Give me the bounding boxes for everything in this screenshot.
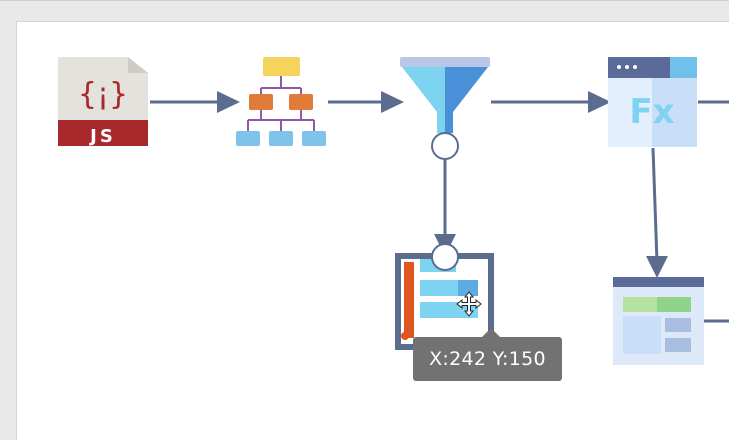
hierarchy-node[interactable] bbox=[236, 57, 326, 146]
filter-node[interactable] bbox=[400, 57, 490, 160]
js-file-icon: {¡} JS bbox=[58, 57, 148, 147]
js-file-node[interactable]: {¡} JS bbox=[58, 57, 148, 147]
formula-label: Fx bbox=[629, 92, 674, 132]
list-output-node[interactable] bbox=[395, 243, 494, 350]
table-icon bbox=[613, 277, 704, 365]
funnel-icon bbox=[400, 57, 490, 133]
org-chart-icon bbox=[236, 57, 326, 146]
list-input-port[interactable] bbox=[431, 243, 459, 271]
svg-text:{¡}: {¡} bbox=[78, 77, 128, 112]
tooltip-pointer bbox=[482, 328, 500, 337]
connectors bbox=[150, 91, 729, 323]
top-border bbox=[0, 0, 729, 1]
move-cursor-icon bbox=[456, 291, 482, 317]
filter-output-port[interactable] bbox=[431, 132, 459, 160]
js-file-label: JS bbox=[88, 126, 116, 147]
coordinate-readout: X:242 Y:150 bbox=[429, 348, 546, 370]
formula-node[interactable]: Fx bbox=[608, 57, 697, 147]
table-output-node[interactable] bbox=[613, 277, 704, 365]
connector-formula-to-table[interactable] bbox=[651, 147, 659, 263]
coordinate-tooltip: X:242 Y:150 bbox=[413, 337, 562, 381]
formula-icon: Fx bbox=[608, 57, 697, 147]
